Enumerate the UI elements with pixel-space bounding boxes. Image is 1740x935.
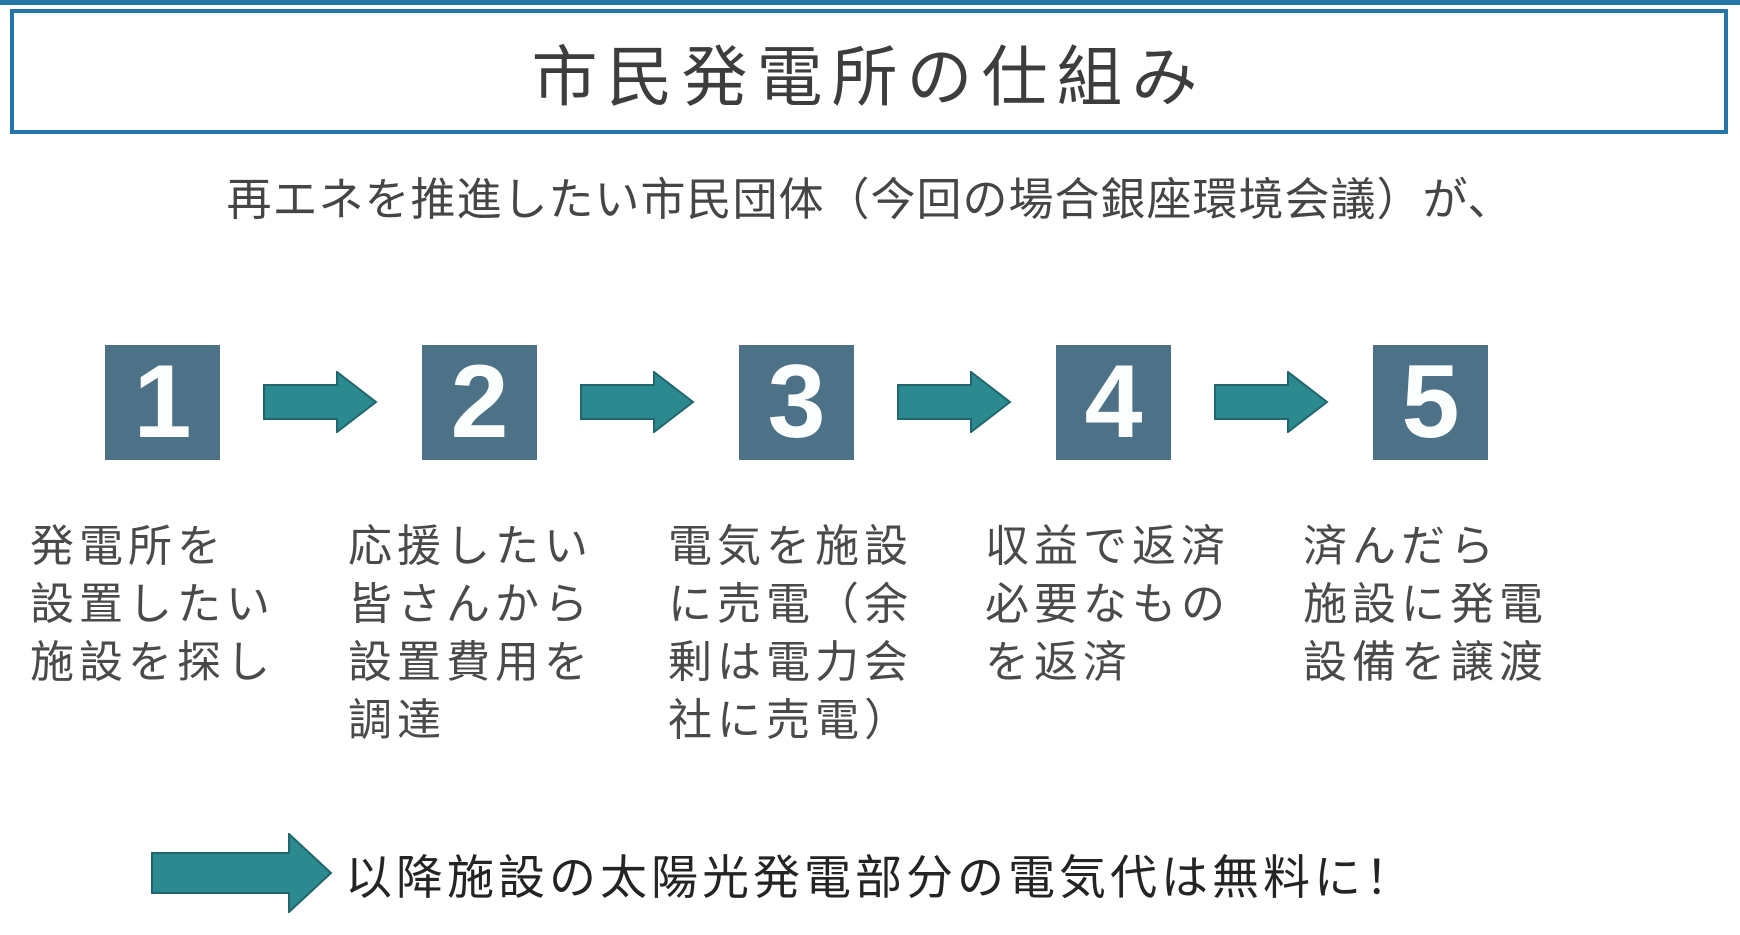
title-box: 市民発電所の仕組み [10,9,1728,134]
slide-subtitle: 再エネを推進したい市民団体（今回の場合銀座環境会議）が、 [226,174,1514,225]
step-2-number-box: 2 [422,345,537,460]
step-4-number: 4 [1084,344,1143,460]
step-1-number-box: 1 [105,345,220,460]
step-1-description: 発電所を 設置したい 施設を探し [30,522,275,687]
step-4-number-box: 4 [1056,345,1171,460]
conclusion-text: 以降施設の太陽光発電部分の電気代は無料に！ [345,850,1416,904]
slide-title: 市民発電所の仕組み [531,39,1207,114]
step-3-description: 電気を施設 に売電（余 剰は電力会 社に売電） [668,522,913,745]
right-arrow-icon [263,371,378,433]
right-arrow-icon [1214,371,1329,433]
step-5-number-box: 5 [1373,345,1488,460]
step-4-description: 収益で返済 必要なもの を返済 [985,522,1230,687]
step-2-description: 応援したい 皆さんから 設置費用を 調達 [348,522,593,745]
top-rule-line [0,0,1740,5]
step-3-number: 3 [767,344,826,460]
step-1-number: 1 [133,344,192,460]
step-2-number: 2 [450,344,509,460]
right-arrow-icon [897,371,1012,433]
step-5-number: 5 [1401,344,1460,460]
right-arrow-icon [151,833,333,913]
step-3-number-box: 3 [739,345,854,460]
right-arrow-icon [580,371,695,433]
step-5-description: 済んだら 施設に発電 設備を譲渡 [1303,522,1548,687]
